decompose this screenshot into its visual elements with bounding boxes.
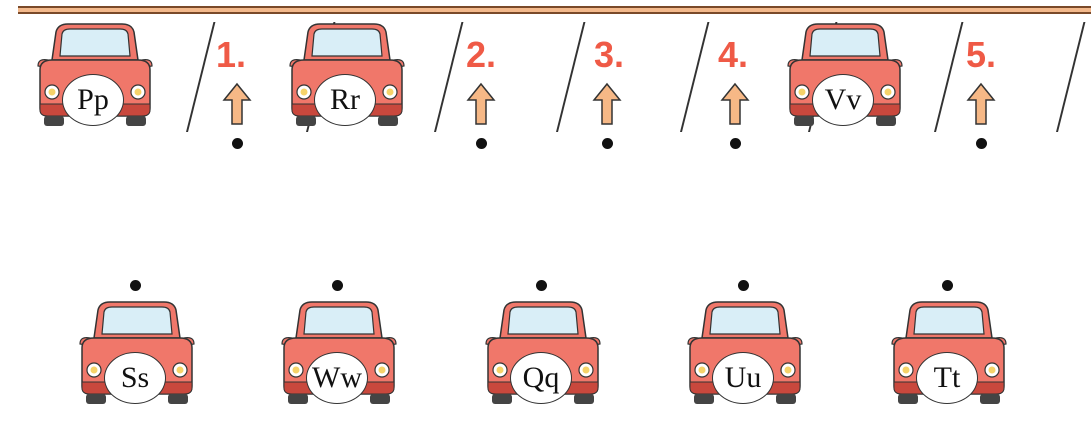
spot-number: 5. bbox=[966, 34, 997, 75]
spot-number: 1. bbox=[216, 34, 247, 75]
car-letter: Rr bbox=[314, 74, 376, 126]
up-arrow-icon bbox=[720, 82, 750, 125]
match-dot[interactable] bbox=[536, 280, 547, 291]
up-arrow-icon bbox=[466, 82, 496, 125]
spot-divider bbox=[186, 22, 216, 132]
waiting-car-u[interactable]: Uu bbox=[680, 298, 810, 408]
match-dot[interactable] bbox=[232, 138, 243, 149]
up-arrow-icon bbox=[592, 82, 622, 125]
waiting-car-t[interactable]: Tt bbox=[884, 298, 1014, 408]
car-letter: Pp bbox=[62, 74, 124, 126]
spot-divider bbox=[1056, 22, 1086, 132]
match-dot[interactable] bbox=[332, 280, 343, 291]
car-letter: Tt bbox=[916, 352, 978, 404]
waiting-car-q[interactable]: Qq bbox=[478, 298, 608, 408]
match-dot[interactable] bbox=[738, 280, 749, 291]
spot-divider bbox=[934, 22, 964, 132]
waiting-car-s[interactable]: Ss bbox=[72, 298, 202, 408]
car-letter: Uu bbox=[712, 352, 774, 404]
match-dot[interactable] bbox=[942, 280, 953, 291]
curb bbox=[18, 6, 1091, 14]
match-dot[interactable] bbox=[976, 138, 987, 149]
spot-divider bbox=[556, 22, 586, 132]
spot-divider bbox=[434, 22, 464, 132]
waiting-car-w[interactable]: Ww bbox=[274, 298, 404, 408]
match-dot[interactable] bbox=[602, 138, 613, 149]
match-dot[interactable] bbox=[130, 280, 141, 291]
car-letter: Vv bbox=[812, 74, 874, 126]
parked-car-r[interactable]: Rr bbox=[282, 20, 412, 130]
car-letter: Ww bbox=[306, 352, 368, 404]
spot-divider bbox=[680, 22, 710, 132]
match-dot[interactable] bbox=[730, 138, 741, 149]
spot-number: 2. bbox=[466, 34, 497, 75]
match-dot[interactable] bbox=[476, 138, 487, 149]
spot-number: 3. bbox=[594, 34, 625, 75]
parked-car-p[interactable]: Pp bbox=[30, 20, 160, 130]
parked-car-v[interactable]: Vv bbox=[780, 20, 910, 130]
car-letter: Ss bbox=[104, 352, 166, 404]
up-arrow-icon bbox=[966, 82, 996, 125]
up-arrow-icon bbox=[222, 82, 252, 125]
spot-number: 4. bbox=[718, 34, 749, 75]
car-letter: Qq bbox=[510, 352, 572, 404]
